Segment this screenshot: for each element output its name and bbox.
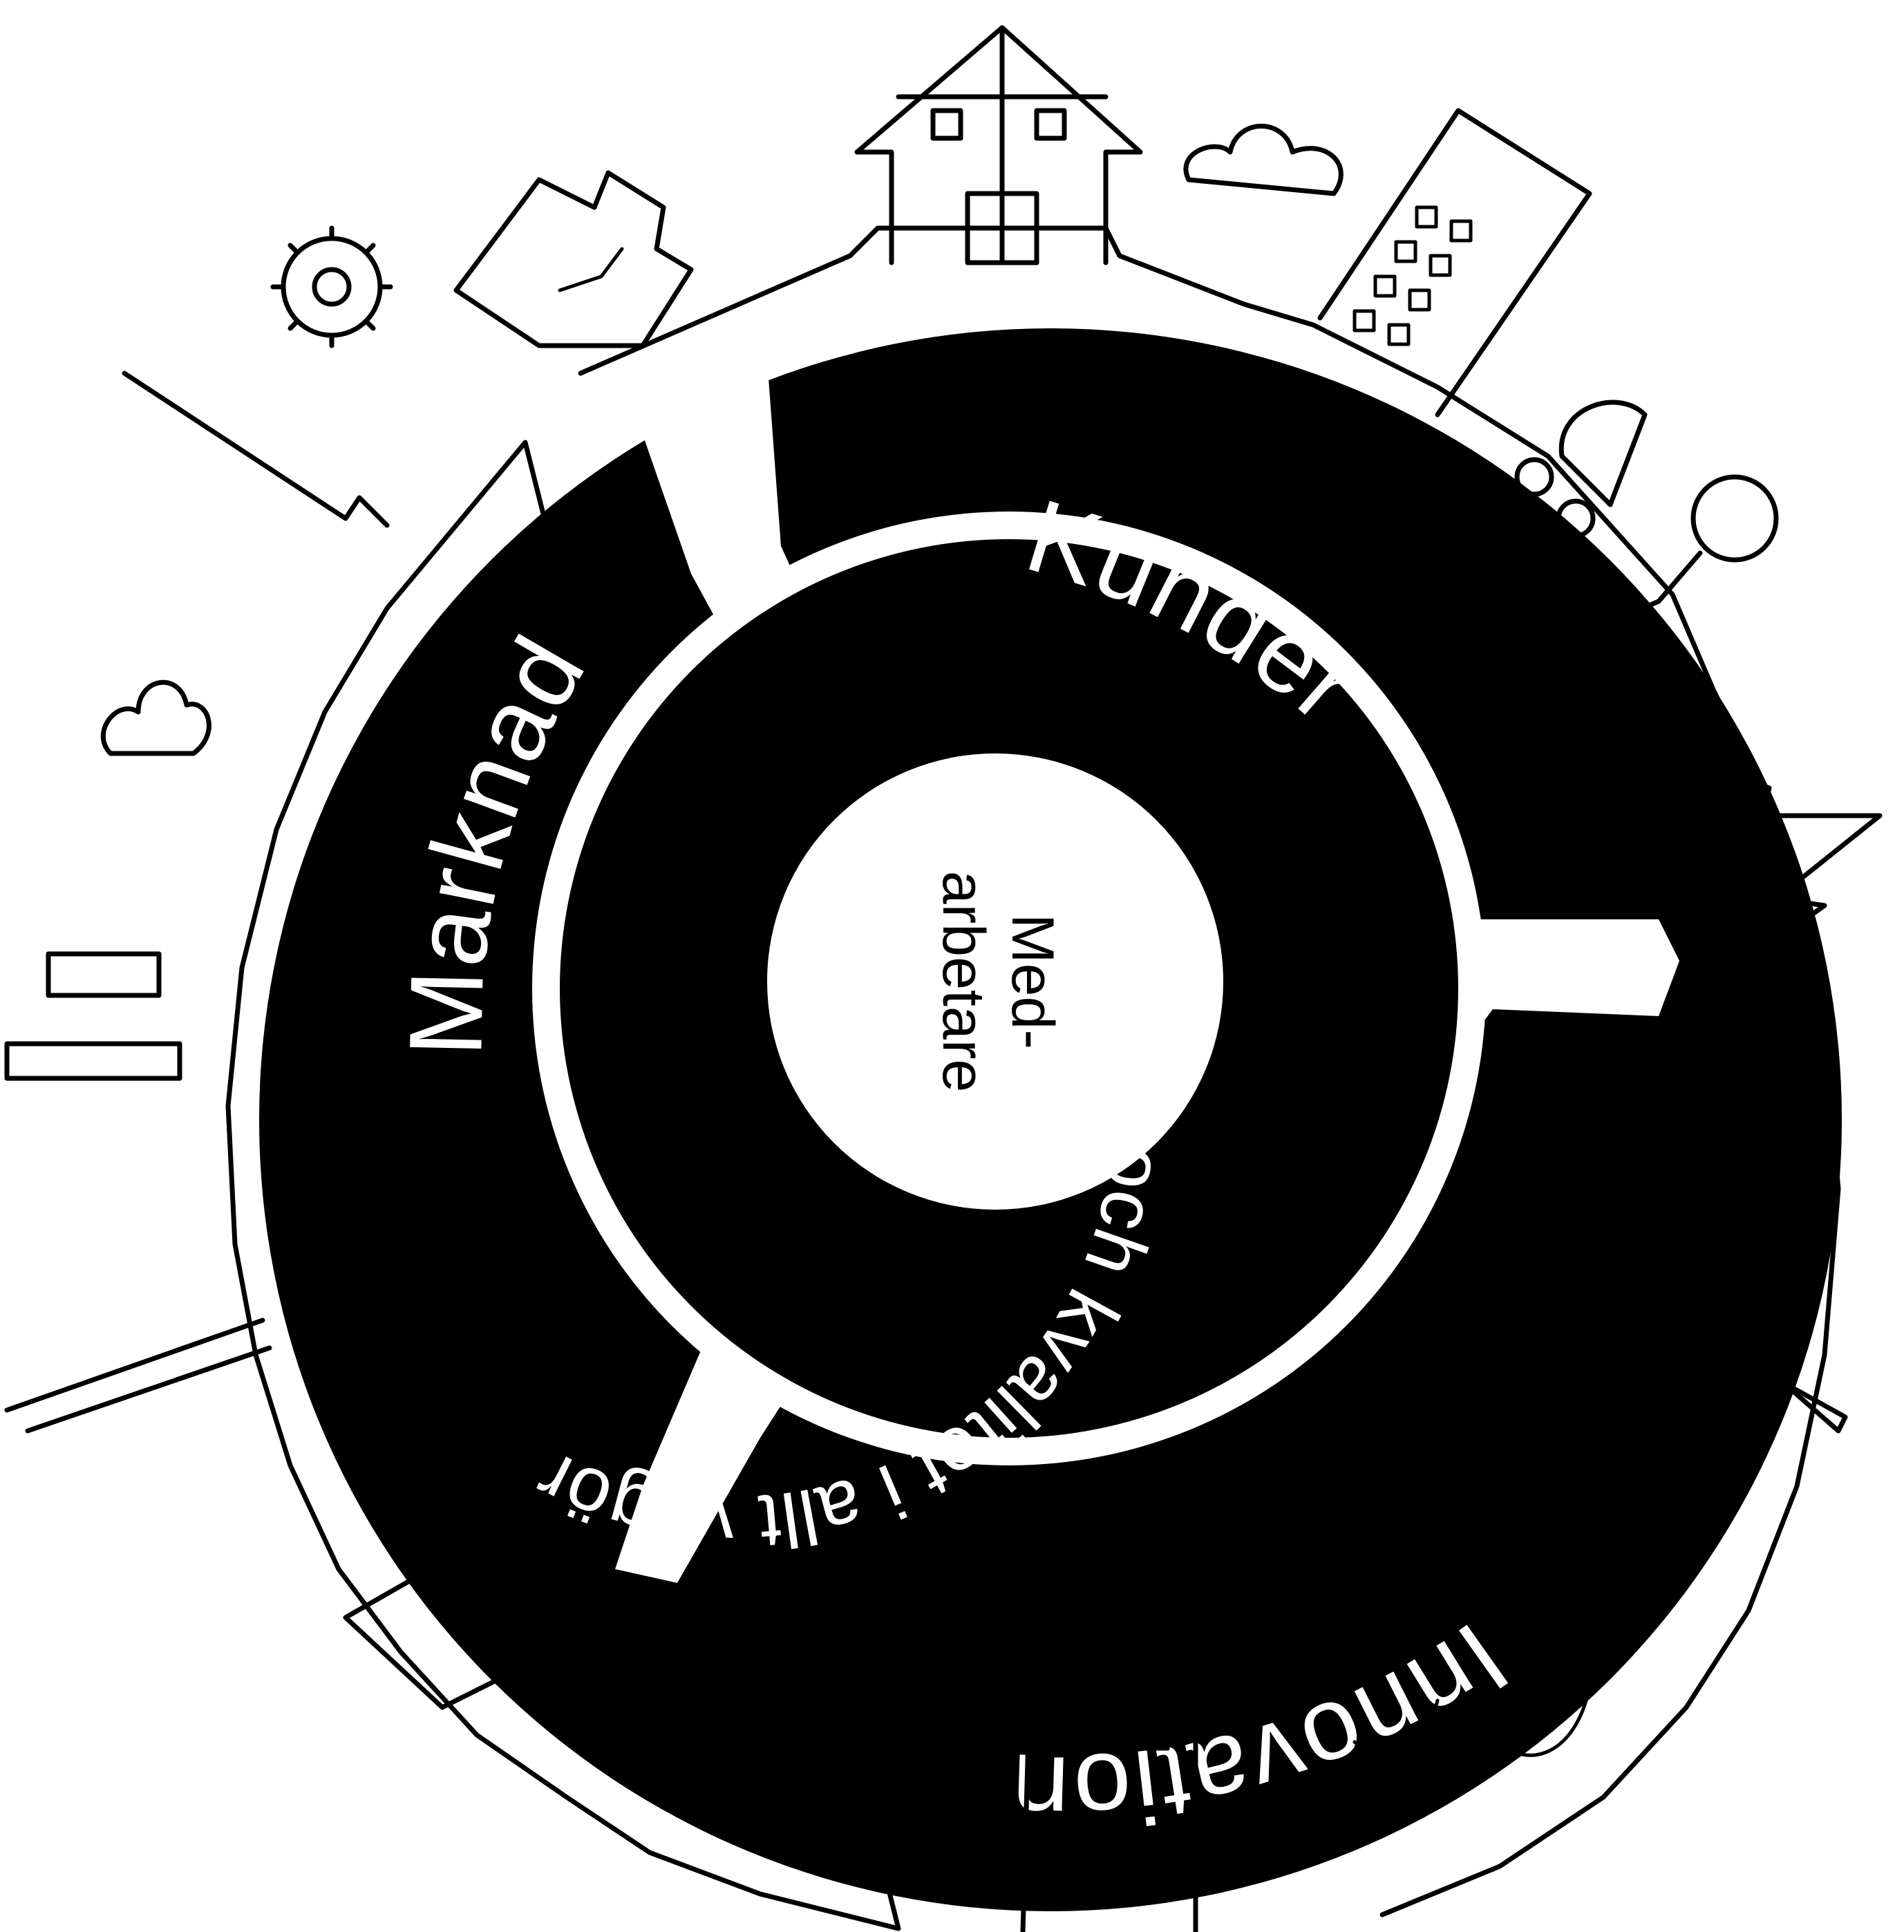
center-circle [767,753,1223,1210]
waves-icon [1352,1685,1592,1758]
bicycle-icon [1484,1408,1668,1537]
center-label-line-1: Med- [999,914,1066,1049]
wind-turbine-icon [1642,1276,1848,1434]
industrial-chimney-icon [4,371,390,1434]
center-label: Med- arbetare [930,871,1066,1092]
tree-icon [1697,765,1883,943]
gear-icon [270,225,393,348]
apartment-building-icon [1020,1684,1198,1932]
crane-icon [343,1508,542,1710]
center-label-line-2: arbetare [930,871,997,1092]
crane-icon [453,170,694,348]
office-building-icon [1317,108,1592,418]
bus-icon [1684,951,1793,1136]
cloud-icon [100,124,1344,756]
house-icon [854,25,1143,265]
stroller-icon [1514,400,1648,538]
person-icon [1608,474,1779,625]
